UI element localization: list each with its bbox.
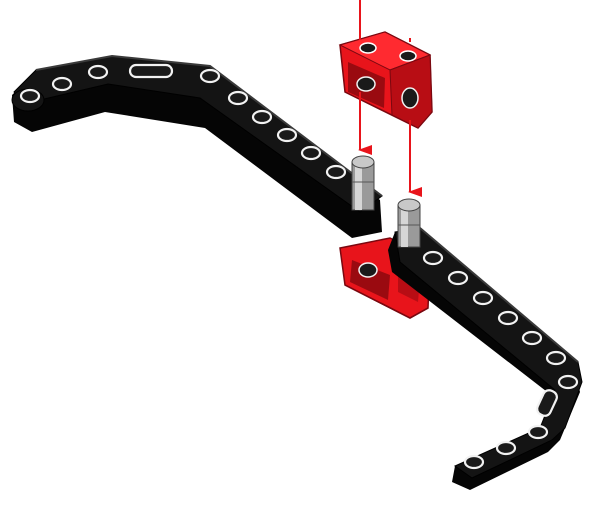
axle-pin-right — [398, 199, 420, 247]
left-beam — [12, 56, 382, 238]
right-beam — [388, 228, 582, 490]
top-connector — [340, 32, 432, 128]
axle-pin-left — [352, 156, 374, 210]
